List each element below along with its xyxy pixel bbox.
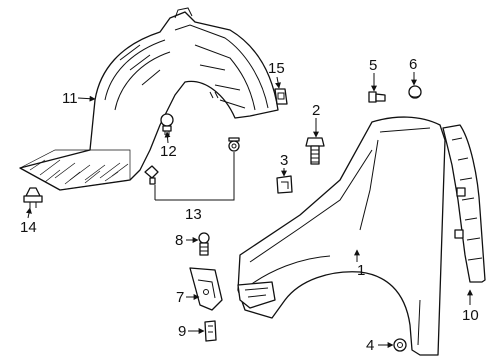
bolt-5 [368,91,386,103]
callout-10: 10 [462,307,479,324]
callout-2: 2 [312,102,320,119]
nut-4 [393,338,407,352]
callout-5: 5 [369,57,377,74]
callout-9: 9 [178,323,186,340]
callout-13: 13 [185,206,202,223]
bolt-8 [198,232,210,256]
seal-strip-10 [442,124,486,283]
bolt-13b [144,165,159,185]
wheelhouse-liner [19,7,279,191]
callout-6: 6 [409,56,417,73]
bolt-13a [228,137,240,152]
callout-12: 12 [160,143,177,160]
callout-4: 4 [366,337,374,354]
callout-1: 1 [357,262,365,279]
callout-8: 8 [175,232,183,249]
bracket-clip-3 [276,175,293,194]
callout-14: 14 [20,219,37,236]
callout-3: 3 [280,152,288,169]
push-pin-12 [160,113,174,135]
bracket-7 [189,267,223,311]
clip-9 [204,320,217,342]
clip-15 [274,88,288,105]
callout-labels: 1 2 3 4 5 6 7 8 9 10 11 12 13 14 15 [20,56,479,354]
cap-6 [408,85,422,99]
callout-7: 7 [176,289,184,306]
callout-11: 11 [62,90,78,107]
leader-lines [25,72,473,348]
pin-clip-14 [23,187,43,208]
fender-panel [237,116,446,356]
callout-15: 15 [268,60,285,77]
bolt-2 [305,137,325,165]
